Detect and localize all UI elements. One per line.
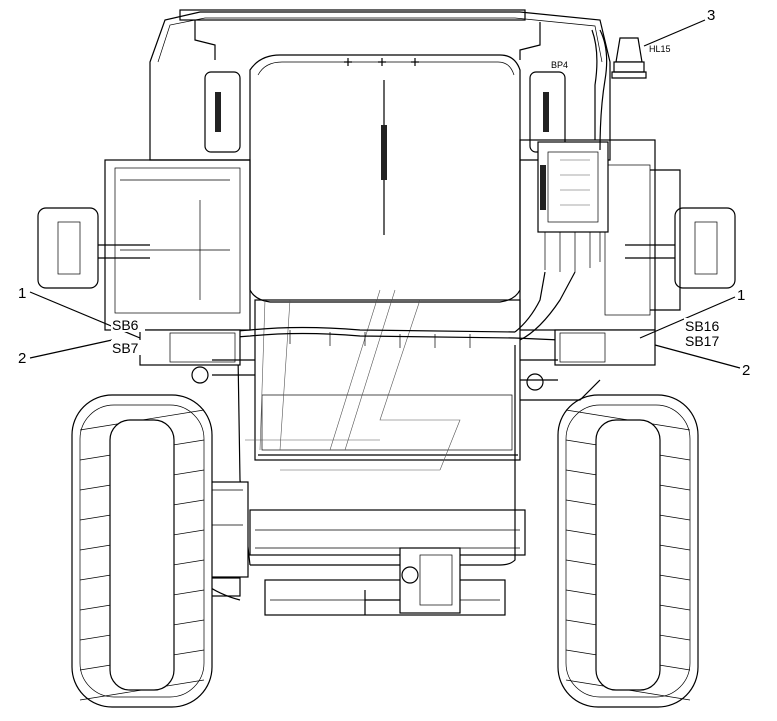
background-guides [245,289,461,471]
cab-structure [149,9,611,303]
callout-left-1: 1 [18,285,26,302]
axle-links [191,359,601,401]
callout-right-2: 2 [742,362,750,379]
switch-box-left [139,329,241,366]
mirror-left [37,71,241,289]
beacon-lamp-icon [591,29,647,151]
sb17-label-bg [684,333,724,348]
lower-body [249,299,526,616]
callout-left-2: 2 [18,350,26,367]
rear-wiper [381,80,387,235]
label-sb7: SB7 [112,340,139,356]
hydraulic-pump [364,547,461,615]
mirror-right [529,71,736,289]
callout-right-1: 1 [737,287,745,304]
sb6-label-bg [111,317,145,332]
label-bp4: BP4 [551,60,568,70]
electrical-cabinet [537,141,609,272]
callout-beacon-3: 3 [707,7,715,24]
right-tire [557,394,699,708]
label-sb16: SB16 [685,318,719,334]
left-tire [71,394,213,708]
sb7-label-bg [111,340,145,355]
switch-box-right [554,329,656,366]
sb16-label-bg [684,318,724,333]
label-hl15: HL15 [649,44,671,54]
window-fixings [344,58,419,66]
label-sb17: SB17 [685,333,719,349]
label-sb6: SB6 [112,317,139,333]
